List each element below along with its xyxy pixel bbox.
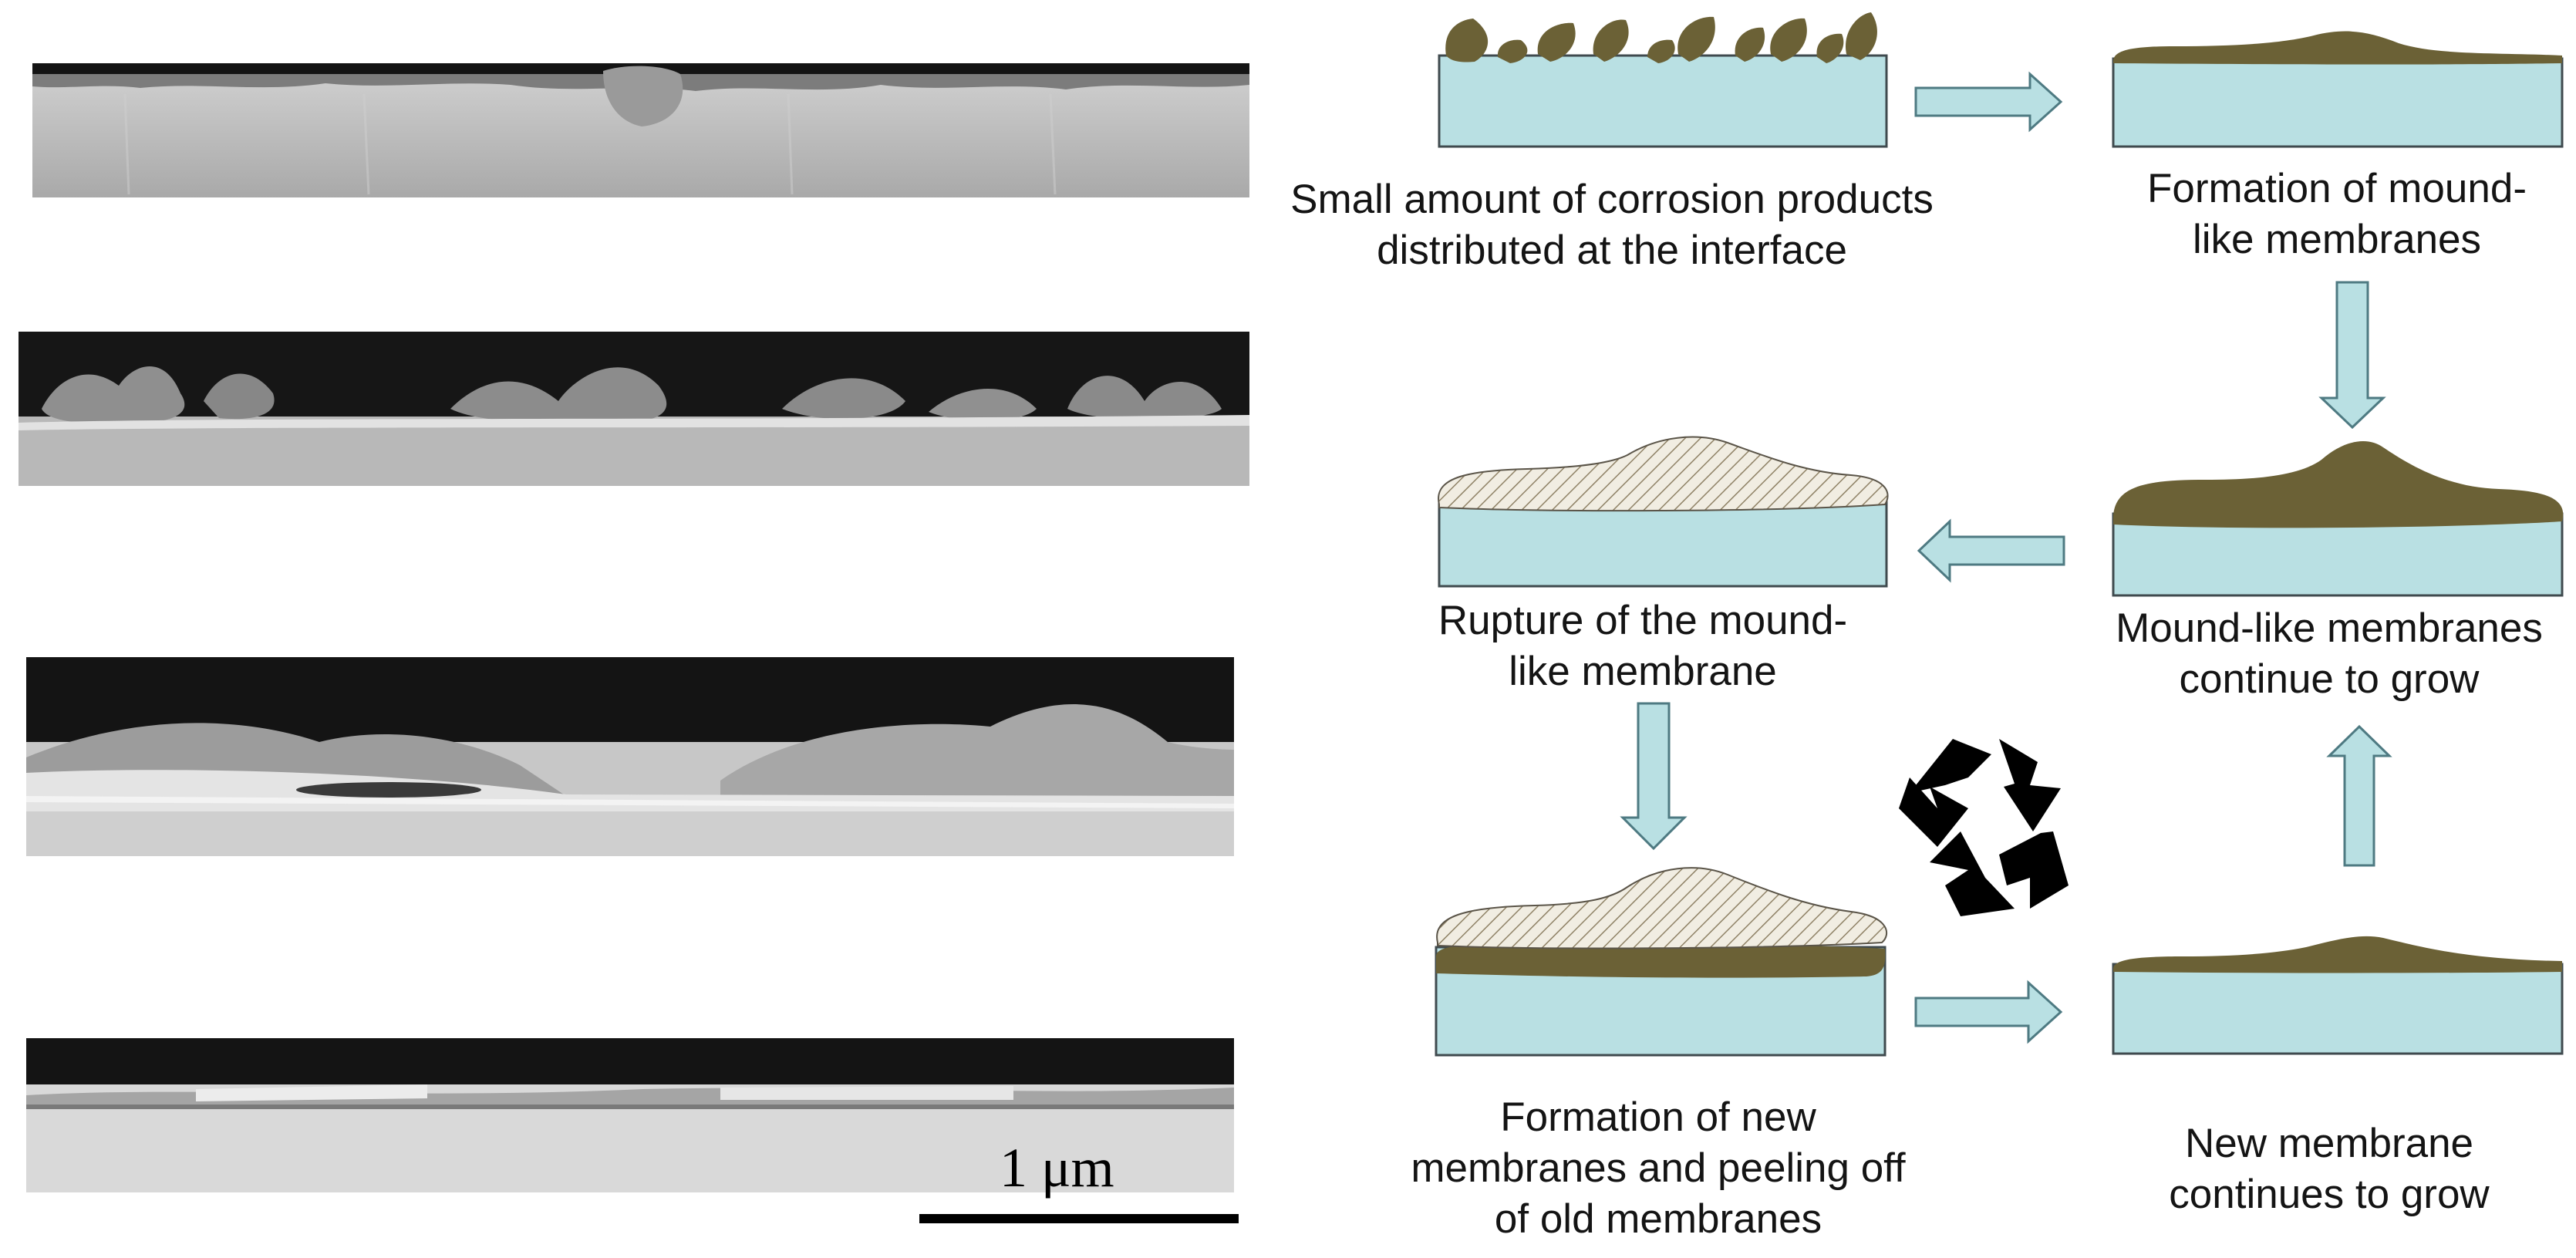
step-2-label: Formation of mound- like membranes — [2147, 166, 2527, 262]
sem-micrograph-4 — [26, 1038, 1234, 1192]
sem-micrograph-1 — [32, 63, 1249, 197]
step-3-label: Mound-like membranes continue to grow — [2116, 605, 2543, 702]
arrow-down-2 — [1620, 702, 1688, 851]
arrow-left-1 — [1917, 518, 2065, 583]
step-1-label: Small amount of corrosion products distr… — [1290, 177, 1934, 273]
step-3-illustration — [2112, 441, 2564, 597]
sem-micrograph-3 — [26, 657, 1234, 856]
step-5-illustration — [1435, 867, 1888, 1057]
arrow-right-2 — [1914, 980, 2063, 1044]
recycle-icon — [1899, 739, 2069, 916]
scale-bar — [919, 1214, 1239, 1223]
step-6-label: New membrane continues to grow — [2169, 1121, 2490, 1217]
step-5-label: Formation of new membranes and peeling o… — [1411, 1094, 1906, 1242]
arrow-up-1 — [2326, 724, 2392, 867]
step-2-illustration — [2112, 31, 2564, 148]
mechanism-schematic — [1435, 12, 2564, 1057]
arrow-right-1 — [1914, 71, 2063, 133]
flow-arrows — [1620, 71, 2392, 1044]
scale-bar-label: 1 μm — [1000, 1137, 1114, 1199]
arrow-down-1 — [2318, 281, 2386, 430]
sem-micrograph-2 — [19, 332, 1249, 486]
step-6-illustration — [2112, 936, 2564, 1055]
step-4-label: Rupture of the mound- like membrane — [1438, 598, 1848, 694]
step-1-illustration — [1438, 12, 1888, 148]
step-4-illustration — [1438, 436, 1889, 588]
